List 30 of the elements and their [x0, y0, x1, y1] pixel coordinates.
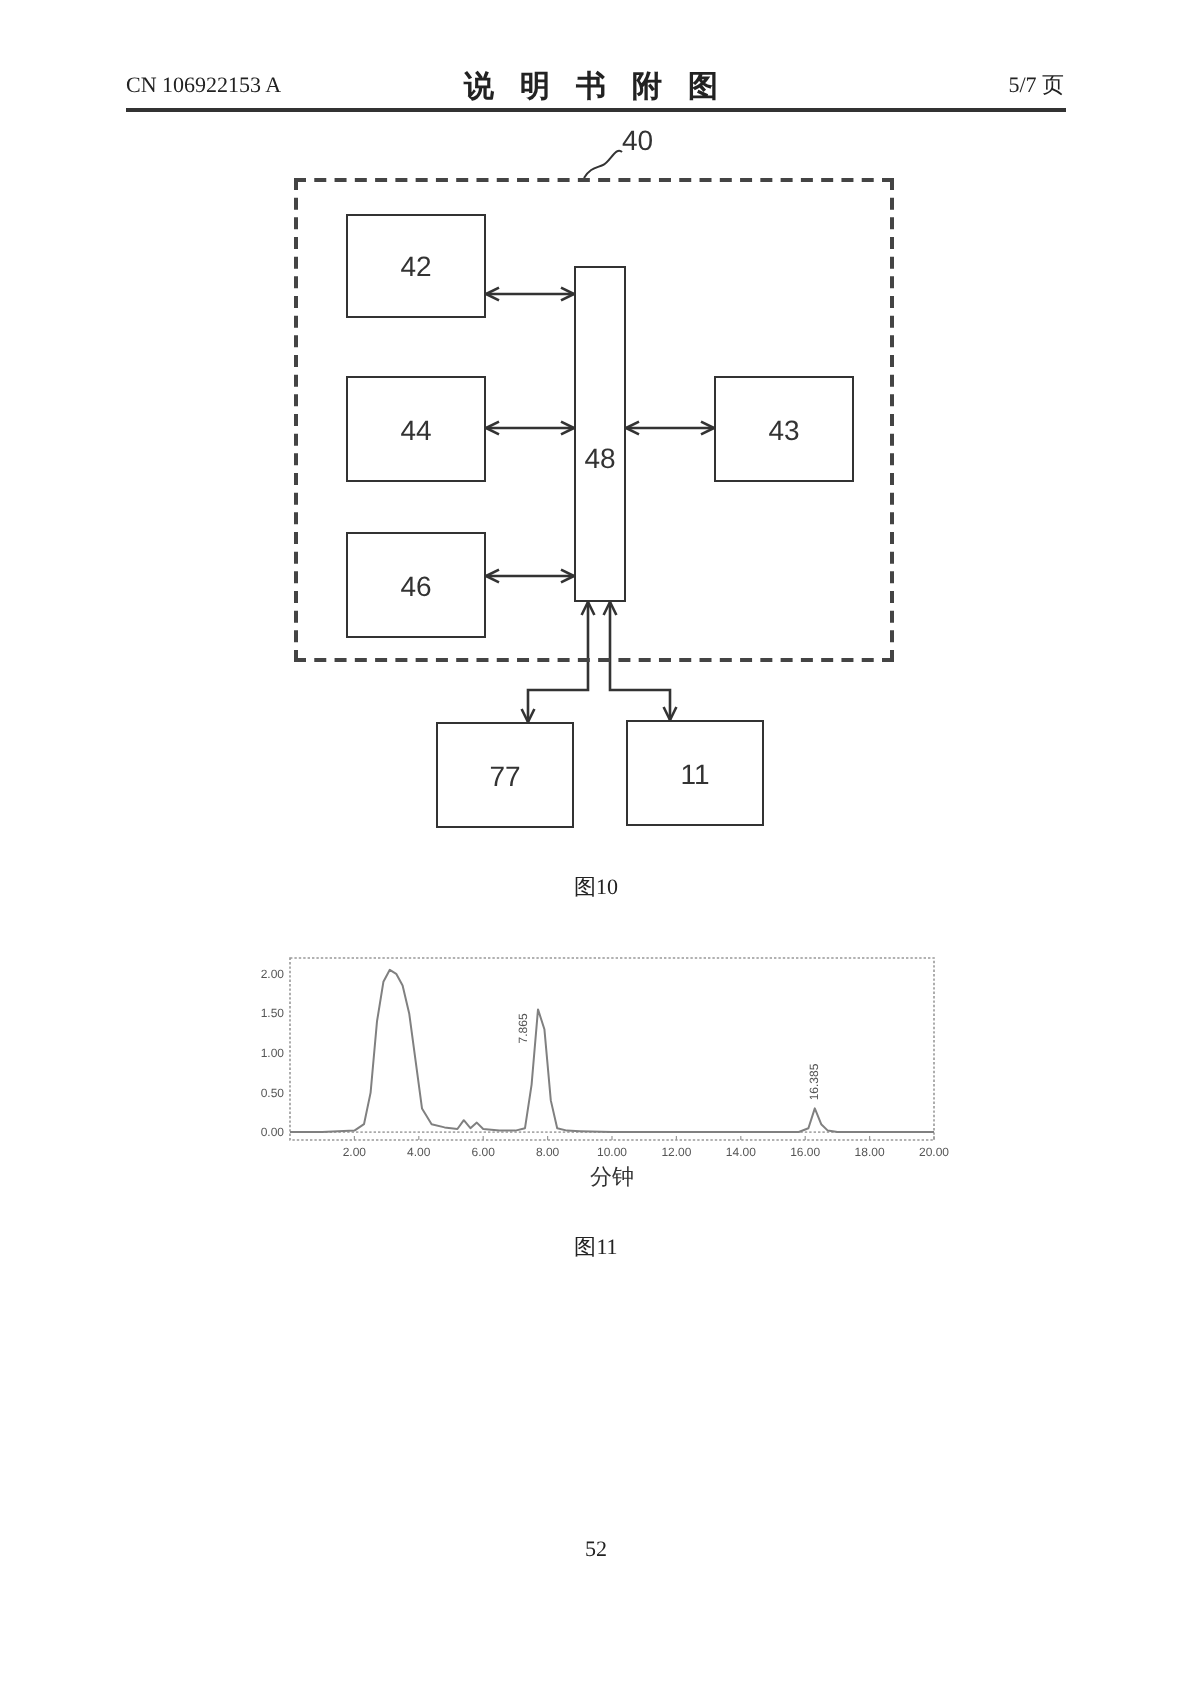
- reference-numeral: 40: [622, 126, 654, 154]
- reference-numeral: 46: [400, 571, 432, 599]
- dashed-boundary: [294, 178, 894, 662]
- double-arrow: [484, 420, 576, 436]
- page-indicator: 5/7 页: [1006, 74, 1064, 101]
- figure-caption: 图11: [572, 1236, 620, 1263]
- double-arrow: [624, 420, 716, 436]
- double-arrow: [484, 568, 576, 584]
- figure-caption: 图10: [572, 876, 620, 903]
- double-arrow: [602, 600, 678, 722]
- page-number: 52: [583, 1538, 609, 1565]
- component-block: [346, 532, 486, 638]
- patent-number: CN 106922153 A: [126, 74, 284, 101]
- component-block: [346, 376, 486, 482]
- component-block: [346, 214, 486, 318]
- double-arrow: [520, 600, 596, 724]
- leader-line: [583, 149, 623, 179]
- reference-numeral: 43: [768, 415, 800, 443]
- component-block: [714, 376, 854, 482]
- component-block: [574, 266, 626, 602]
- reference-numeral: 44: [400, 415, 432, 443]
- reference-numeral: 77: [489, 761, 521, 789]
- reference-numeral: 48: [584, 444, 616, 472]
- component-block: [436, 722, 574, 828]
- axis-title: 分钟: [590, 1166, 634, 1190]
- reference-numeral: 11: [680, 759, 710, 787]
- double-arrow: [484, 286, 576, 302]
- component-block: [626, 720, 764, 826]
- reference-numeral: 42: [400, 252, 432, 280]
- header-title: 说明书附图: [464, 68, 744, 104]
